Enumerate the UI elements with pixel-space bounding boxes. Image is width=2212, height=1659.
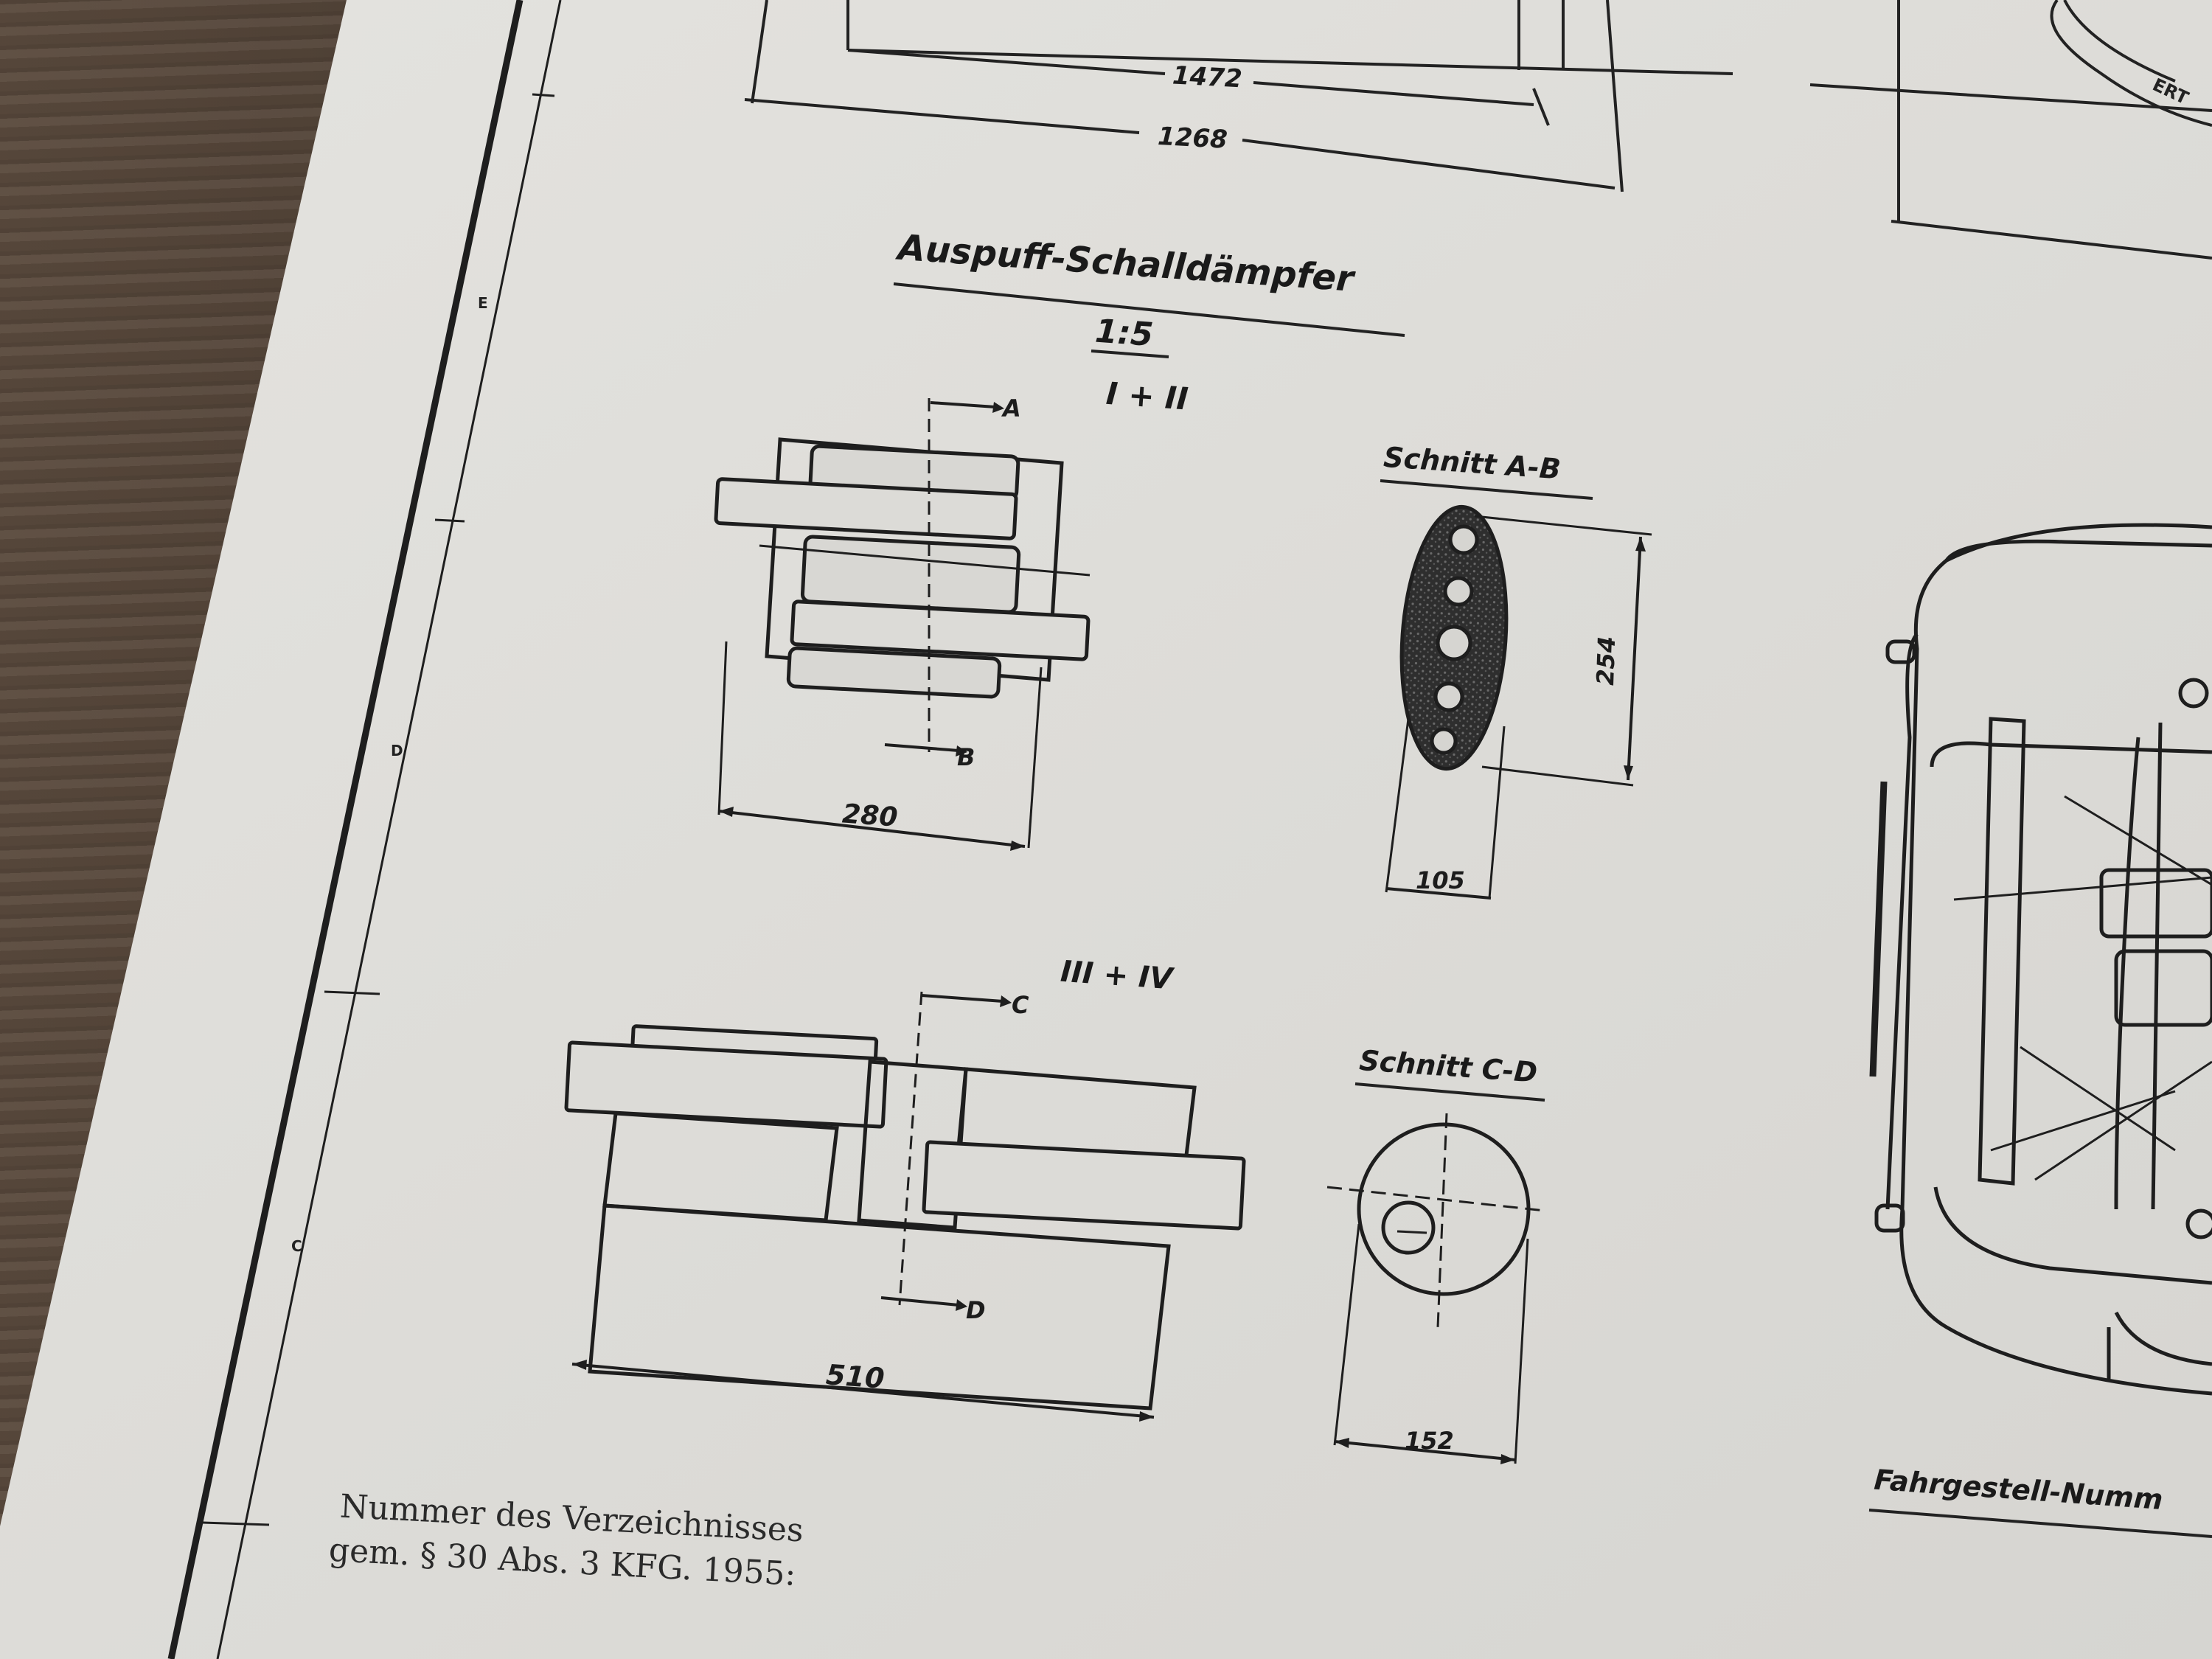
marker-c: C (1012, 991, 1029, 1019)
section-cd-width-152: 152 (1405, 1427, 1454, 1455)
top-dim-1268: 1268 (1157, 122, 1228, 155)
scale-label: 1:5 (1094, 313, 1155, 354)
upper-body-width-280: 280 (841, 799, 899, 832)
drawing-frame (167, 0, 562, 1659)
chassis-number-underline (1868, 1509, 2212, 1538)
section-cd-underline (1354, 1082, 1545, 1102)
vehicle-chassis-view (1869, 523, 2212, 1396)
marker-b: B (957, 743, 975, 771)
marker-a: A (1001, 394, 1021, 422)
variant-label-top: I + II (1105, 375, 1189, 417)
section-cd-drawing (1326, 1113, 1545, 1464)
border-letter-e: E (478, 294, 488, 312)
variant-label-bottom: III + IV (1060, 955, 1176, 997)
top-dim-1472: 1472 (1172, 60, 1243, 94)
border-letter-c: C (291, 1237, 302, 1255)
section-ab-width-105: 105 (1416, 866, 1465, 894)
marker-d: D (966, 1296, 986, 1324)
section-ab-underline (1380, 479, 1593, 500)
scale-underline (1091, 349, 1169, 358)
top-partial-drawing (744, 0, 2212, 260)
section-ab-height-254: 254 (1591, 636, 1621, 686)
upper-muffler-drawing (714, 398, 1091, 851)
section-ab-drawing (1385, 504, 1652, 900)
border-letter-d: D (391, 742, 403, 759)
lower-body-width-510: 510 (825, 1358, 886, 1394)
lower-muffler-drawing (564, 991, 1246, 1422)
title-underline (893, 282, 1405, 337)
